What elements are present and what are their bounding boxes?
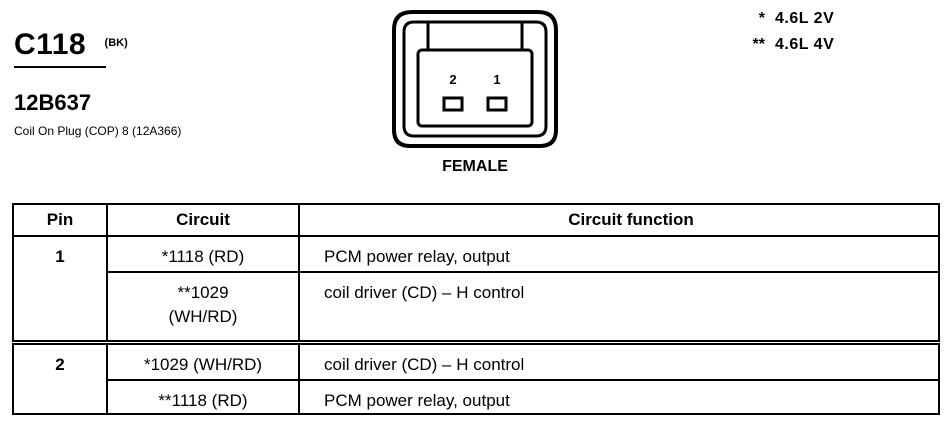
table-row: **1118 (RD) PCM power relay, output [13, 379, 940, 415]
circuit-cell: **1118 (RD) [106, 379, 300, 415]
circuit-cell: *1029 (WH/RD) [106, 339, 300, 381]
locking-tab [426, 20, 524, 52]
circuit-cell: **1029 (WH/RD) [106, 271, 300, 343]
connector-code-underline [14, 66, 106, 68]
legend-text: 4.6L 2V [775, 10, 835, 27]
legend-mark: * [758, 10, 765, 27]
connector-inner-shell [402, 20, 548, 138]
part-number: 12B637 [14, 90, 92, 115]
engine-legend: * 4.6L 2V ** 4.6L 4V [735, 10, 834, 62]
function-cell: coil driver (CD) – H control [298, 339, 940, 381]
view-label: FEMALE [442, 158, 508, 175]
pin-label-2: 2 [449, 72, 456, 87]
table-row: **1029 (WH/RD) coil driver (CD) – H cont… [13, 271, 940, 343]
pin-label-1: 1 [493, 72, 500, 87]
part-description: Coil On Plug (COP) 8 (12A366) [14, 124, 182, 138]
function-cell: PCM power relay, output [298, 235, 940, 273]
pin-2-terminal [442, 96, 464, 112]
table-row: 2 *1029 (WH/RD) coil driver (CD) – H con… [12, 339, 940, 415]
pin-1-terminal [486, 96, 508, 112]
legend-item: ** 4.6L 4V [735, 36, 834, 62]
pin-cavity-housing [416, 48, 534, 128]
circuit-cell: *1118 (RD) [106, 235, 300, 273]
pin-cell: 2 [12, 339, 108, 415]
pin-cell: 1 [12, 235, 108, 343]
pin-table: Pin Circuit Circuit function 1 *1118 (RD… [12, 203, 940, 415]
table-header-row: Pin Circuit Circuit function [12, 203, 940, 237]
legend-text: 4.6L 4V [775, 36, 835, 53]
connector-face-diagram: 2 1 [392, 10, 558, 148]
header-circuit-function: Circuit function [298, 203, 940, 237]
connector-color: (BK) [104, 37, 128, 49]
header-circuit: Circuit [106, 203, 300, 237]
legend-item: * 4.6L 2V [735, 10, 834, 36]
connector-code: C118 [14, 28, 87, 61]
function-cell: coil driver (CD) – H control [298, 271, 940, 343]
table-row: 1 *1118 (RD) PCM power relay, output [12, 235, 940, 343]
connector-outer-shell [392, 10, 558, 148]
function-cell: PCM power relay, output [298, 379, 940, 415]
header-pin: Pin [12, 203, 108, 237]
circuit-text: **1029 (WH/RD) [168, 283, 238, 326]
legend-mark: ** [752, 36, 765, 53]
connector-id: C118 (BK) [14, 28, 128, 62]
